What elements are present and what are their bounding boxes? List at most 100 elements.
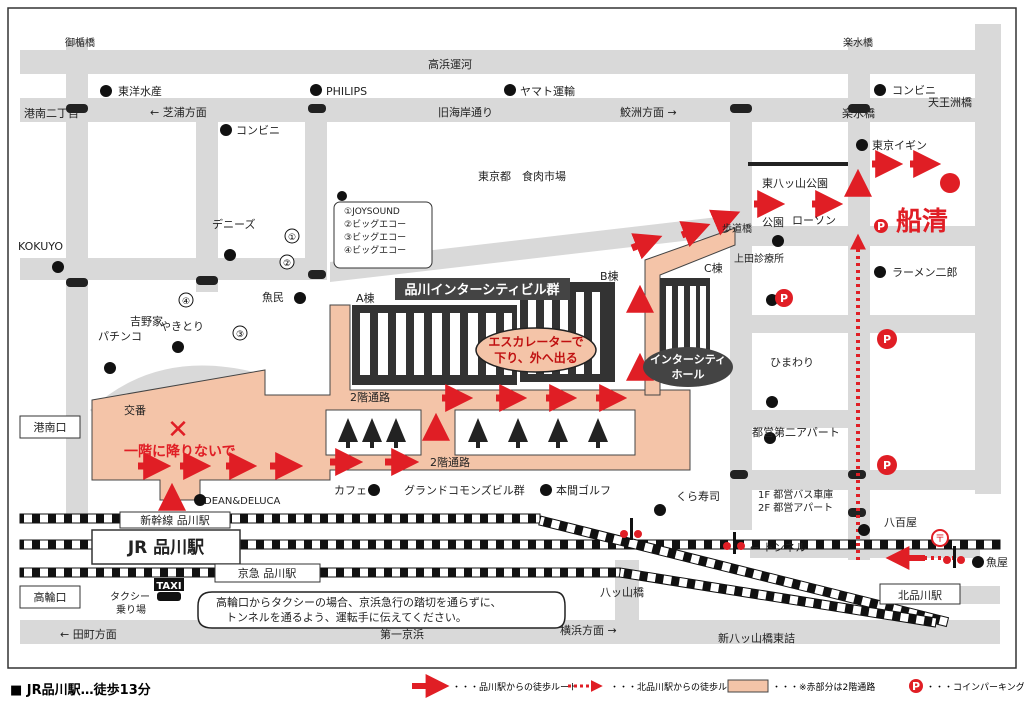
karaoke-pin-2: ② xyxy=(283,259,291,269)
corridor-2f-label-a: 2階通路 xyxy=(350,390,390,404)
keikyu-mark-glyph: 〒 xyxy=(935,534,945,545)
karaoke-item-2: ②ビッグエコー xyxy=(344,218,406,230)
legend-floor2: ・・・※赤部分は2階通路 xyxy=(772,681,875,693)
karaoke-pins xyxy=(178,191,347,341)
yaoya-label: 八百屋 xyxy=(884,516,917,529)
intercity-hall xyxy=(643,347,733,387)
tree-blocks xyxy=(325,409,636,456)
keikyu-station-label: 京急 品川駅 xyxy=(238,566,297,580)
sakanaya-label: 魚屋 xyxy=(986,556,1008,569)
minato-2-label: 港南二丁目 xyxy=(24,107,79,120)
takanawa-exit-label: 高輪口 xyxy=(34,590,67,604)
shin-yatsuyama-label: 新八ッ山橋東詰 xyxy=(718,631,795,645)
kura-sushi-label: くら寿司 xyxy=(676,489,720,503)
samezu-label: 鮫洲方面 → xyxy=(620,105,677,119)
legend-parking: ・・・コインパーキング xyxy=(926,681,1024,693)
toei-apartment-label: 都営第二アパート xyxy=(752,425,840,439)
tennozu-label: 天王洲橋 xyxy=(928,95,972,109)
higashi-yatsuyama-park-label: 東八ッ山公園 xyxy=(762,177,828,190)
conveni1-label: コンビニ xyxy=(236,124,280,137)
grand-commons-label: グランドコモンズビル群 xyxy=(404,483,525,497)
ueda-clinic-label: 上田診療所 xyxy=(734,252,784,265)
bus-garage-label-1: 1F 都営バス車庫 xyxy=(758,488,833,501)
taxi-stand-label-1: タクシー xyxy=(110,591,150,603)
takahama-canal-label: 高浜運河 xyxy=(428,57,472,71)
park-label: 公園 xyxy=(762,216,784,229)
legend-jr-route: ・・・品川駅からの徒歩ルート xyxy=(452,681,578,693)
corridor-2f-label-b: 2階通路 xyxy=(430,455,470,469)
destination-name: 船清 xyxy=(896,206,948,237)
meat-market-label: 東京都 食肉市場 xyxy=(478,169,566,183)
route-arrows-jr xyxy=(138,150,942,511)
toyo-suisan-label: 東洋水産 xyxy=(118,84,162,98)
no-entry-cross-icon: ✕ xyxy=(167,415,189,445)
cafe-label: カフェ xyxy=(334,484,367,497)
parking-icon: P xyxy=(877,220,885,233)
legend: ■ JR品川駅…徒歩13分 ・・・品川駅からの徒歩ルート ・・・北品川駅からの徒… xyxy=(10,674,1024,698)
intercity-group-label: 品川インターシティビル群 xyxy=(405,282,560,298)
destination-marker xyxy=(940,173,960,193)
parking-icon: P xyxy=(912,680,920,693)
ramen-jiro-label: ラーメン二郎 xyxy=(892,265,958,279)
kitashinagawa-station-label: 北品川駅 xyxy=(898,589,942,602)
jr-station-label: JR 品川駅 xyxy=(127,538,205,558)
pachinko-label: パチンコ xyxy=(98,330,142,343)
hall-text-2: ホール xyxy=(672,368,705,381)
yamato-label: ヤマト運輸 xyxy=(520,84,575,98)
access-note: ■ JR品川駅…徒歩13分 xyxy=(10,682,151,698)
karaoke-box xyxy=(333,201,433,269)
parking-icon: P xyxy=(883,333,891,346)
taxi-note-line-1: 高輪口からタクシーの場合、京浜急行の踏切を通らずに、 xyxy=(216,595,501,609)
bus-garage-label-2: 2F 都営アパート xyxy=(758,501,833,514)
hall-text-1: インターシティ xyxy=(650,353,726,366)
conveni2-label: コンビニ xyxy=(892,84,936,97)
escalator-text-2: 下り、外へ出る xyxy=(494,350,578,365)
dean-deluca-label: DEAN&DELUCA xyxy=(204,496,281,507)
escalator-callout xyxy=(475,327,597,373)
building-a-label: A棟 xyxy=(356,291,375,305)
gyomin-label: 魚民 xyxy=(262,291,284,304)
taxi-stand-label-2: 乗り場 xyxy=(116,603,146,616)
escalator-text-1: エスカレーターで xyxy=(488,335,583,349)
keikyu-mark-icon xyxy=(931,529,949,547)
shinkansen-label: 新幹線 品川駅 xyxy=(140,513,210,527)
honma-golf-label: 本間ゴルフ xyxy=(556,483,611,497)
philips-label: PHILIPS xyxy=(326,85,367,98)
rakusui-bridge-label: 楽水橋 xyxy=(842,106,875,120)
karaoke-pin-3: ③ xyxy=(236,330,244,340)
yatsuyama-bridge-label: 八ッ山橋 xyxy=(600,585,644,599)
station-labels xyxy=(19,415,961,609)
legend-kitashinagawa-route: ・・・北品川駅からの徒歩ルート xyxy=(610,681,745,693)
traffic-lights xyxy=(66,104,870,517)
tamachi-label: ← 田町方面 xyxy=(60,627,117,641)
rakusuibashi-label: 楽水橋 xyxy=(843,36,873,49)
yokohama-label: 横浜方面 → xyxy=(560,623,617,637)
dennys-label: デニーズ xyxy=(212,217,255,231)
route-arrows-kitashinagawa xyxy=(850,233,955,560)
yoshinoya-label: 吉野家 xyxy=(130,314,163,328)
karaoke-item-3: ③ビッグエコー xyxy=(344,231,406,243)
yakitori-label: やきとり xyxy=(160,320,204,333)
taxi-car-icon xyxy=(157,592,181,601)
landmark-dots xyxy=(52,84,984,568)
intercity-banner xyxy=(395,278,570,300)
taxi-icon xyxy=(154,578,184,591)
building-c-label: C棟 xyxy=(704,261,723,275)
karaoke-item-1: ①JOYSOUND xyxy=(344,207,400,217)
tunnel-label: ← トンネル xyxy=(750,541,807,554)
taxi-note-line-2: トンネルを通るよう、運転手に伝えてください。 xyxy=(226,610,467,624)
gobanbashi-label: 御楯橋 xyxy=(65,36,95,49)
karaoke-pin-4: ④ xyxy=(182,297,190,307)
shibaura-label: ← 芝浦方面 xyxy=(150,105,207,119)
lawson-label: ローソン xyxy=(792,214,836,227)
kyu-kaigan-label: 旧海岸通り xyxy=(438,105,493,119)
taxi-note-bubble xyxy=(197,591,566,629)
building-b-label: B棟 xyxy=(600,269,619,283)
kokuyo-label: KOKUYO xyxy=(18,240,63,253)
parking-icons xyxy=(775,219,923,693)
park-border xyxy=(748,162,848,166)
parking-icon: P xyxy=(780,292,788,305)
taxi-icon-label: TAXI xyxy=(156,581,181,592)
himawari-label: ひまわり xyxy=(770,356,814,369)
